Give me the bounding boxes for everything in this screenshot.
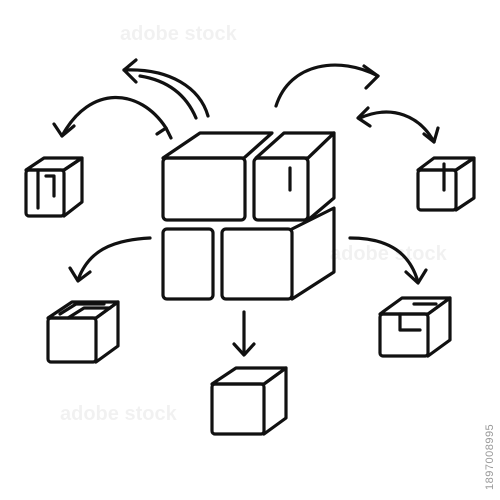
arrow-top-left — [60, 95, 168, 138]
box-bottom-icon — [210, 366, 288, 436]
arrow-left — [76, 236, 152, 282]
arrow-top-right — [274, 63, 380, 108]
arrow-top-left-outer — [122, 68, 210, 118]
central-cube-icon — [161, 131, 336, 301]
cube-lower-side-face — [290, 206, 336, 301]
box-mid-left-icon — [46, 300, 120, 364]
cube-upper-side-face — [306, 131, 336, 222]
box-top-left-icon — [24, 156, 84, 218]
svg-text:adobe stock: adobe stock — [60, 403, 178, 425]
cube-block-upper-right — [252, 156, 310, 222]
cube-top-left-face — [161, 131, 274, 160]
svg-text:adobe stock: adobe stock — [120, 23, 238, 45]
stock-image-id: 1897008995 — [484, 423, 496, 490]
svg-text:adobe stock: adobe stock — [330, 243, 448, 265]
box-top-right-icon — [416, 156, 476, 212]
cube-block-lower-right — [220, 227, 294, 301]
box-mid-right-icon — [378, 296, 452, 358]
arrows — [52, 58, 440, 357]
cube-block-upper-left — [161, 156, 247, 222]
arrow-right-upper — [358, 110, 436, 144]
arrow-right — [348, 236, 420, 284]
cube-block-lower-left — [161, 227, 215, 301]
watermark-pattern: adobe stock adobe stock adobe stock — [60, 23, 448, 425]
